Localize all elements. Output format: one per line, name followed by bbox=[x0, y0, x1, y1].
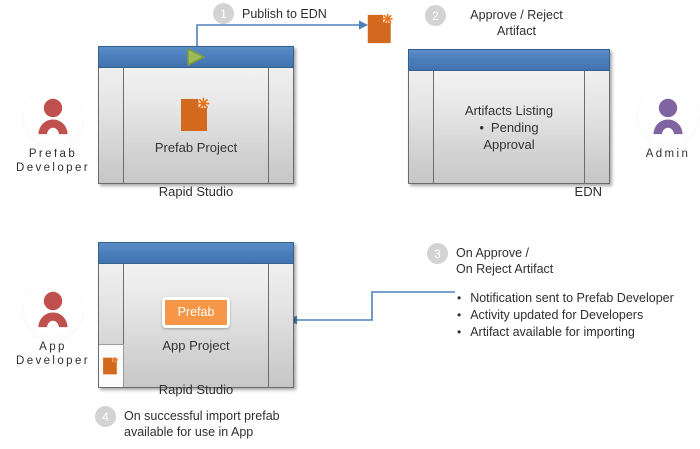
bullet-dot: • bbox=[457, 308, 462, 322]
actor-name-line2: Developer bbox=[15, 355, 91, 367]
left-pane bbox=[409, 71, 434, 183]
edn-listing-bullet: Pending bbox=[490, 119, 539, 135]
step-badge: 3 bbox=[427, 243, 448, 264]
step-text-line1: Publish to EDN bbox=[242, 7, 327, 21]
window-body: Artifacts Listing • Pending Approval bbox=[408, 71, 610, 184]
outcome-bullet-list: • Notification sent to Prefab Developer … bbox=[457, 290, 675, 341]
actor-name-line2: Developer bbox=[15, 162, 91, 174]
window-body: Prefab Project bbox=[98, 68, 294, 184]
left-pane bbox=[99, 264, 124, 387]
artifact-document-icon bbox=[367, 13, 393, 44]
actor-name-line1: Prefab bbox=[28, 148, 78, 160]
step-1: 1 Publish to EDN bbox=[213, 3, 327, 24]
imported-artifact-tab[interactable] bbox=[99, 344, 124, 387]
list-item: • Activity updated for Developers bbox=[457, 307, 675, 324]
artifact-document-icon bbox=[103, 356, 118, 375]
caption-edn: EDN bbox=[574, 184, 602, 199]
window-titlebar[interactable] bbox=[408, 49, 610, 71]
right-pane bbox=[268, 264, 293, 387]
actor-prefab-developer: Prefab Developer bbox=[10, 85, 96, 175]
list-item-label: Artifact available for importing bbox=[470, 325, 635, 339]
bullet-dot: • bbox=[457, 291, 462, 305]
bullet-dot: • bbox=[479, 119, 484, 135]
step-3: 3 On Approve / On Reject Artifact bbox=[427, 243, 553, 277]
left-pane bbox=[99, 68, 124, 183]
edn-listing-title: Artifacts Listing bbox=[464, 102, 554, 118]
play-triangle-icon[interactable] bbox=[185, 48, 207, 66]
actor-name-line1: Admin bbox=[645, 148, 691, 160]
step-text-line2: On Reject Artifact bbox=[456, 262, 554, 276]
step-text-line1: On successful import prefab bbox=[124, 409, 280, 423]
window-titlebar[interactable] bbox=[98, 46, 294, 68]
step-badge: 1 bbox=[213, 3, 234, 24]
caption-rapid-studio-bottom: Rapid Studio bbox=[158, 382, 234, 397]
actor-app-developer: App Developer bbox=[10, 278, 96, 368]
right-pane bbox=[268, 68, 293, 183]
step-text-line2: Artifact bbox=[497, 24, 536, 38]
actor-halo bbox=[21, 85, 85, 149]
list-item-label: Activity updated for Developers bbox=[470, 308, 644, 322]
person-icon bbox=[653, 98, 683, 135]
caption-rapid-studio-top: Rapid Studio bbox=[158, 184, 234, 199]
step-text-line2: available for use in App bbox=[124, 425, 254, 439]
window-titlebar[interactable] bbox=[98, 242, 294, 264]
project-label: App Project bbox=[162, 338, 230, 353]
step-text-line1: Approve / Reject bbox=[470, 8, 563, 22]
step-badge: 4 bbox=[95, 406, 116, 427]
actor-admin: Admin bbox=[625, 85, 700, 161]
window-app-rapid-studio[interactable]: Prefab App Project bbox=[98, 242, 294, 388]
person-icon bbox=[38, 291, 68, 328]
window-prefab-rapid-studio[interactable]: Prefab Project bbox=[98, 46, 294, 184]
step-2: 2 Approve / Reject Artifact bbox=[425, 5, 579, 39]
list-item: • Notification sent to Prefab Developer bbox=[457, 290, 675, 307]
actor-halo bbox=[21, 278, 85, 342]
step-4: 4 On successful import prefab available … bbox=[95, 406, 280, 440]
list-item-label: Notification sent to Prefab Developer bbox=[470, 291, 674, 305]
step-badge: 2 bbox=[425, 5, 446, 26]
center-pane: Prefab App Project bbox=[124, 264, 268, 387]
center-pane: Prefab Project bbox=[124, 68, 268, 183]
published-artifact-icon-wrap bbox=[366, 12, 396, 46]
list-item: • Artifact available for importing bbox=[457, 324, 675, 341]
bullet-dot: • bbox=[457, 325, 462, 339]
prefab-chip[interactable]: Prefab bbox=[161, 297, 231, 328]
step-text-line1: On Approve / bbox=[456, 246, 529, 260]
project-label: Prefab Project bbox=[154, 139, 238, 155]
edn-listing-bullet-cont: Approval bbox=[483, 136, 535, 152]
center-pane: Artifacts Listing • Pending Approval bbox=[434, 71, 584, 183]
window-edn[interactable]: Artifacts Listing • Pending Approval bbox=[408, 49, 610, 184]
artifact-document-icon bbox=[181, 97, 210, 131]
window-body: Prefab App Project bbox=[98, 264, 294, 388]
right-pane bbox=[584, 71, 609, 183]
actor-halo bbox=[636, 85, 700, 149]
actor-name-line1: App bbox=[39, 341, 67, 353]
person-icon bbox=[38, 98, 68, 135]
